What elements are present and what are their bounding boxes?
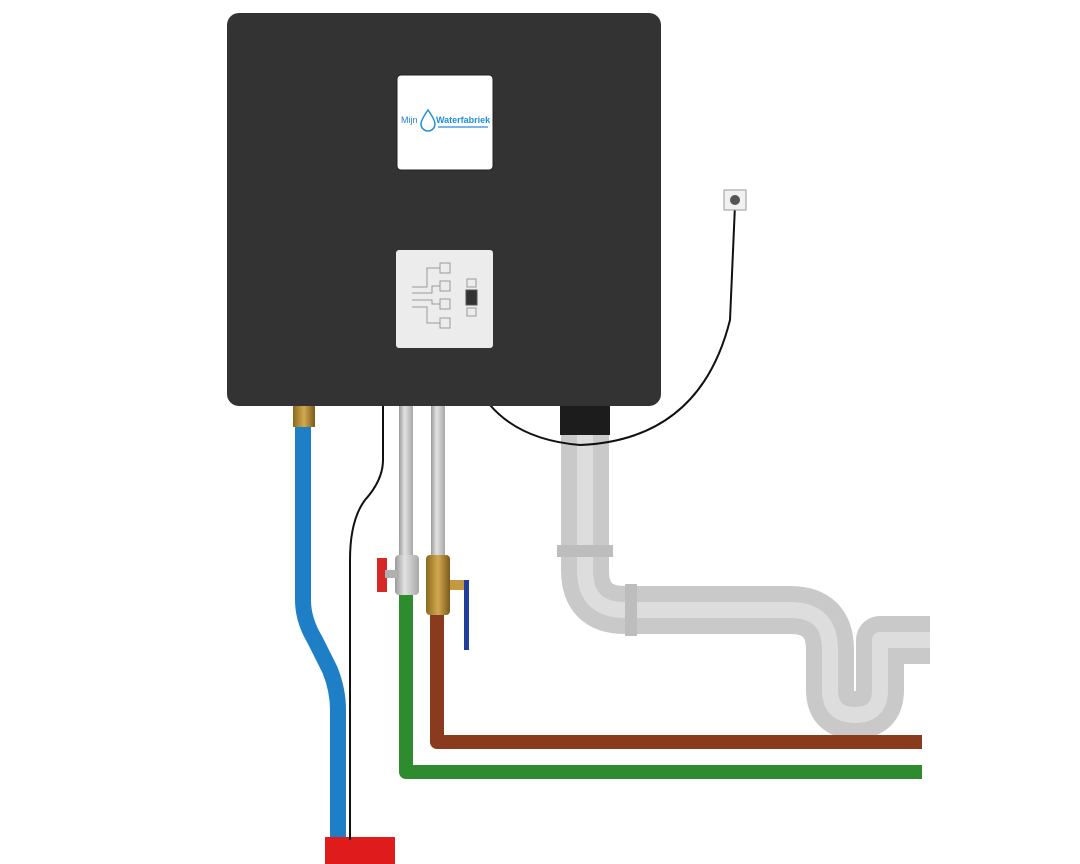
flex-hose-right (431, 405, 445, 565)
green-pipe (399, 595, 922, 779)
drain-connector (560, 405, 610, 435)
hot-water-pipe (430, 595, 922, 749)
status-icon (439, 262, 451, 274)
status-icon (439, 280, 451, 292)
flex-hose-left (399, 405, 413, 565)
power-socket (723, 189, 747, 211)
status-icon (466, 278, 477, 288)
green-line-valve[interactable] (377, 555, 419, 595)
status-icon (439, 317, 451, 329)
cold-supply-hose (295, 425, 346, 840)
brand-logo-panel: Mijn Waterfabriek (396, 74, 494, 171)
brand-name-part1: Mijn (401, 115, 418, 125)
drain-pipe (557, 405, 930, 739)
water-drop-icon (420, 108, 436, 132)
blue-valve-handle[interactable] (464, 580, 469, 650)
brass-fitting (293, 405, 315, 427)
power-switch[interactable] (465, 289, 478, 306)
control-panel (396, 250, 493, 348)
sensor-cable (349, 405, 384, 840)
red-block (325, 837, 395, 864)
status-icon (466, 307, 477, 317)
red-valve-handle[interactable] (377, 558, 387, 592)
brand-name-part2: Waterfabriek (436, 115, 491, 125)
status-icon (439, 298, 451, 310)
power-cable (489, 204, 736, 447)
water-unit-body (227, 13, 661, 406)
hot-line-valve[interactable] (426, 555, 469, 650)
